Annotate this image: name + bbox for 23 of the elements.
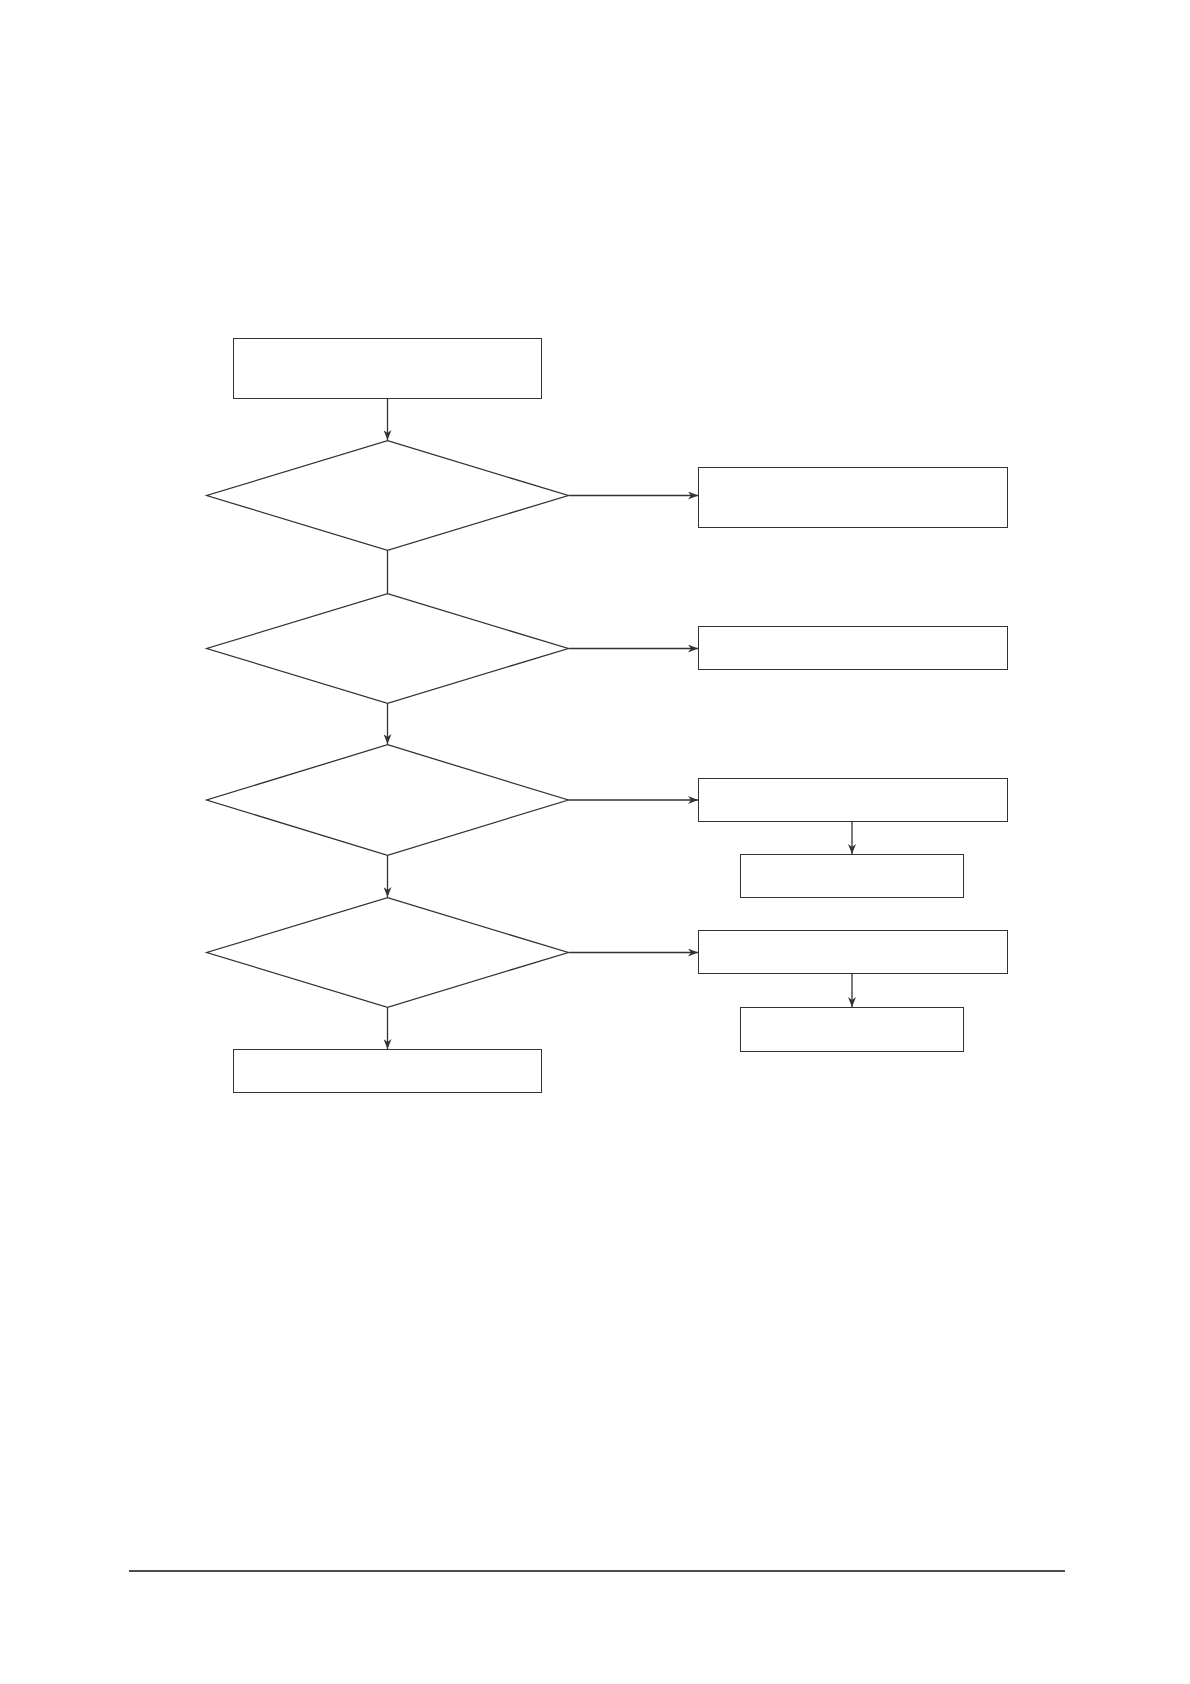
process-box xyxy=(233,338,542,399)
arrow xyxy=(568,796,699,804)
arrow xyxy=(568,491,699,500)
process-box xyxy=(233,1049,542,1093)
arrow xyxy=(383,398,392,441)
arrow xyxy=(568,948,699,957)
arrow xyxy=(383,703,392,745)
decision-diamond xyxy=(206,897,569,1008)
arrow xyxy=(383,1007,392,1050)
process-box xyxy=(740,854,964,898)
arrow xyxy=(848,973,856,1008)
process-box xyxy=(698,467,1008,528)
process-box xyxy=(698,626,1008,670)
process-box xyxy=(698,778,1008,822)
decision-diamond xyxy=(206,440,569,551)
arrow xyxy=(568,644,699,653)
process-box xyxy=(740,1007,964,1052)
decision-diamond xyxy=(206,744,569,856)
process-box xyxy=(698,930,1008,974)
decision-diamond xyxy=(206,593,569,704)
arrow xyxy=(383,855,392,898)
arrow xyxy=(848,821,856,855)
connector-line xyxy=(386,550,389,594)
